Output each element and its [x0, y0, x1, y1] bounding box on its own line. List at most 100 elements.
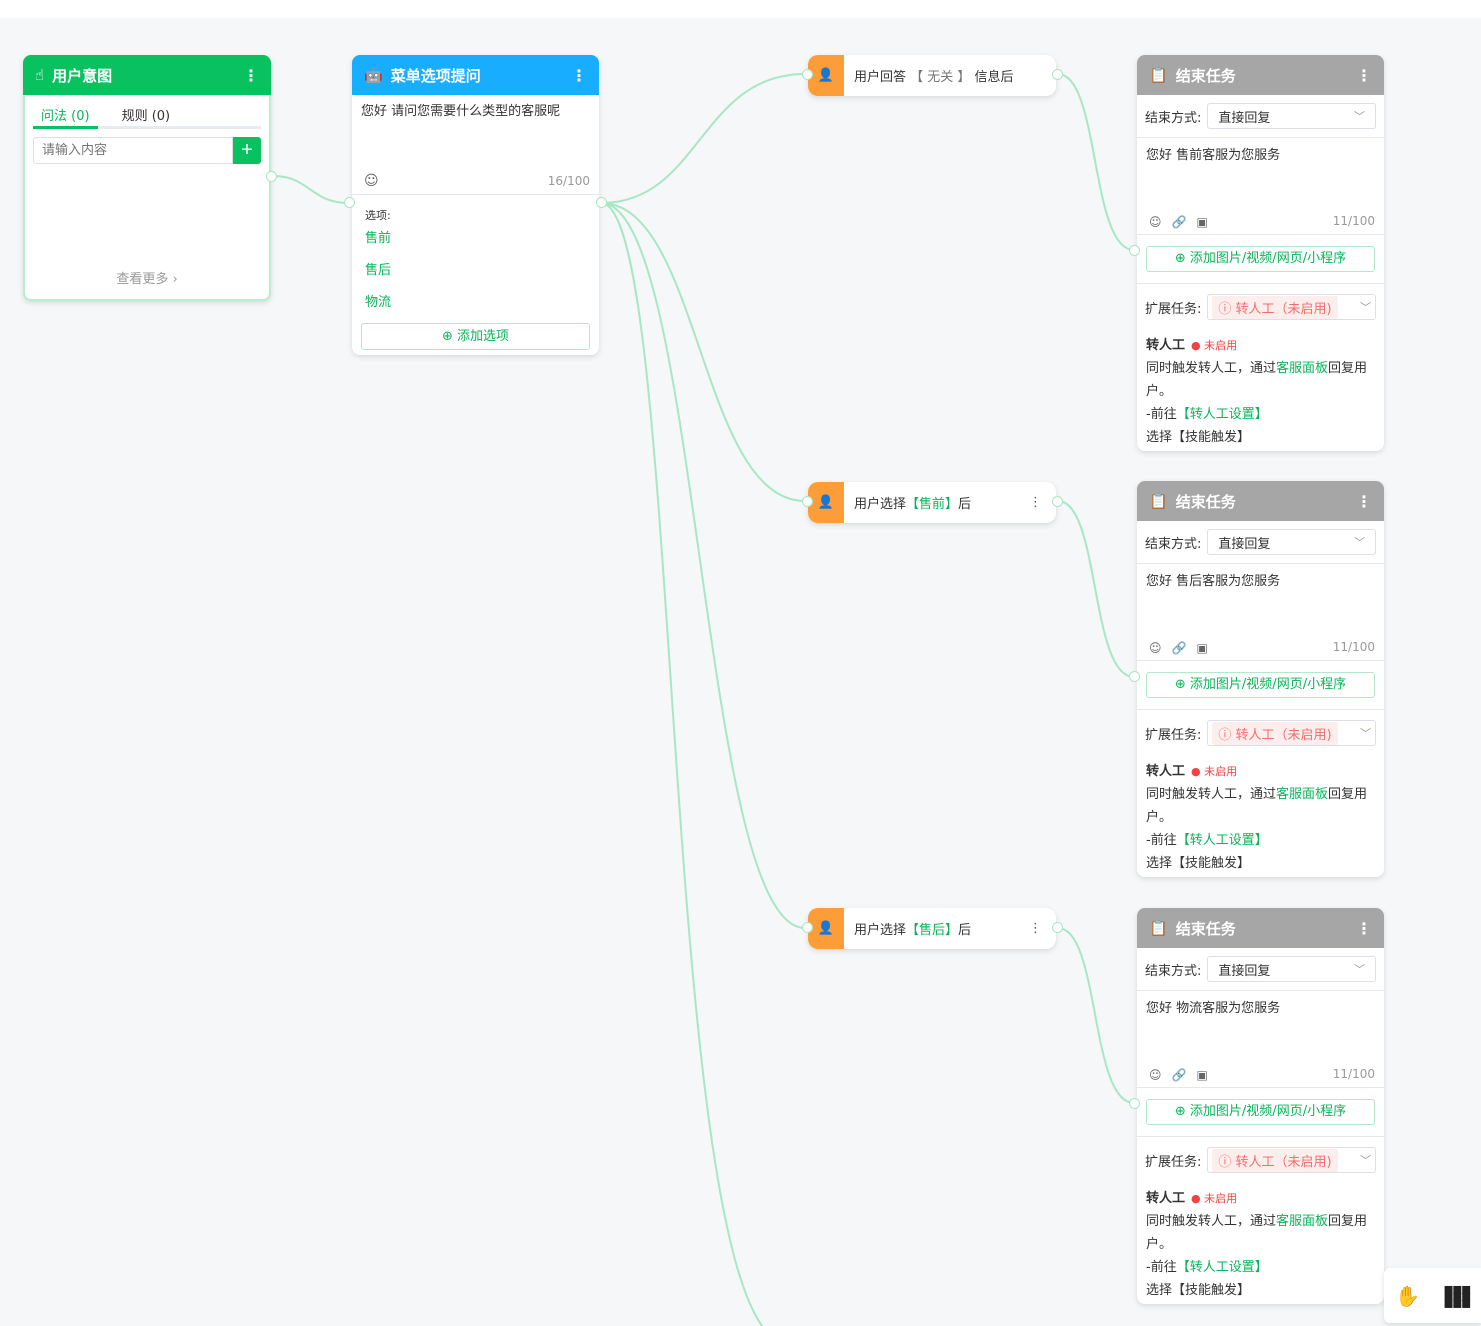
image-icon[interactable]: ▣: [1196, 1068, 1208, 1082]
option-item[interactable]: 物流: [365, 295, 392, 310]
option-item[interactable]: 售前: [365, 231, 392, 246]
chevron-down-icon: ﹀: [1354, 110, 1365, 123]
status-badge: ● 未启用: [1191, 765, 1238, 778]
tab-rules[interactable]: 规则 (0): [121, 109, 171, 124]
trigger-node[interactable]: 👤 用户选择【售后】后 ⋮: [802, 908, 1063, 949]
option-item[interactable]: 售后: [365, 263, 392, 278]
input-port[interactable]: [802, 69, 813, 80]
end-task-node[interactable]: 📋结束任务⋮ 结束方式:直接回复﹀ 您好 物流客服为您服务 ☺🔗▣ 11/100…: [1129, 908, 1384, 1304]
char-count: 11/100: [1332, 214, 1375, 228]
clipboard-icon: 📋: [1149, 492, 1168, 510]
robot-icon: 🤖: [364, 66, 383, 84]
more-icon[interactable]: ⋮: [243, 65, 259, 85]
end-mode-label: 结束方式:: [1145, 110, 1202, 126]
emoji-icon[interactable]: ☺: [364, 173, 379, 189]
transfer-settings-link[interactable]: 【转人工设置】: [1176, 833, 1268, 848]
end-mode-select[interactable]: 直接回复﹀: [1207, 529, 1376, 555]
transfer-info: 转人工● 未启用 同时触发转人工，通过客服面板回复用户。 -前往【转人工设置】 …: [1146, 764, 1368, 871]
more-icon[interactable]: ⋮: [1356, 491, 1372, 511]
canvas-toolbar: ✋ ▪▪▪▪▪▪▪▪▪: [1384, 1268, 1481, 1323]
input-port[interactable]: [1129, 1098, 1140, 1109]
status-badge: ● 未启用: [1191, 1192, 1238, 1205]
menu-question-node[interactable]: 🤖菜单选项提问⋮ 您好 请问您需要什么类型的客服呢☺16/100 选项: 售前 …: [344, 55, 607, 355]
service-panel-link[interactable]: 客服面板: [1276, 361, 1329, 376]
message-textarea[interactable]: 您好 请问您需要什么类型的客服呢☺16/100: [352, 95, 599, 195]
add-media-button[interactable]: ⊕ 添加图片/视频/网页/小程序: [1146, 246, 1375, 272]
output-port[interactable]: [1052, 922, 1063, 933]
hand-icon[interactable]: ✋: [1395, 1283, 1421, 1308]
image-icon[interactable]: ▣: [1196, 215, 1208, 229]
reply-text: 您好 物流客服为您服务: [1146, 1001, 1281, 1016]
clipboard-icon: 📋: [1149, 919, 1168, 937]
link-icon[interactable]: 🔗: [1171, 1068, 1187, 1082]
hand-pointer-icon: ☝: [35, 66, 45, 84]
transfer-settings-link[interactable]: 【转人工设置】: [1176, 1260, 1268, 1275]
view-more-link[interactable]: 查看更多 ›: [116, 272, 178, 287]
input-port[interactable]: [1129, 245, 1140, 256]
more-icon[interactable]: ⋮: [1356, 65, 1372, 85]
add-media-button[interactable]: ⊕ 添加图片/视频/网页/小程序: [1146, 1099, 1375, 1125]
trigger-text: 用户选择【售后】后: [854, 923, 972, 938]
end-mode-label: 结束方式:: [1145, 536, 1202, 552]
node-title: 结束任务: [1175, 492, 1236, 511]
trigger-node[interactable]: 👤 用户选择【售前】后 ⋮: [802, 482, 1063, 523]
output-port[interactable]: [596, 197, 607, 208]
output-port[interactable]: [266, 171, 277, 182]
trigger-node[interactable]: 👤 用户回答 【 无关 】 信息后: [802, 55, 1063, 96]
ext-task-select[interactable]: ⓘ 转人工（未启用)﹀: [1207, 294, 1376, 320]
reply-textarea[interactable]: 您好 售后客服为您服务 ☺🔗▣ 11/100: [1137, 563, 1384, 661]
end-mode-select[interactable]: 直接回复﹀: [1207, 103, 1376, 129]
emoji-icon[interactable]: ☺: [1149, 1068, 1162, 1082]
input-port[interactable]: [344, 197, 355, 208]
question-input[interactable]: [33, 137, 233, 164]
more-icon[interactable]: ⋮: [571, 65, 587, 85]
reply-textarea[interactable]: 您好 物流客服为您服务 ☺ 🔗 ▣ 11/100: [1137, 990, 1384, 1088]
more-icon[interactable]: ⋮: [1029, 495, 1042, 510]
image-icon[interactable]: ▣: [1196, 641, 1208, 655]
user-intent-node[interactable]: ☝ 用户意图 ⋮ 问法 (0) 规则 (0) + 查看更多 ›: [23, 55, 277, 301]
node-title: 结束任务: [1175, 66, 1236, 85]
end-task-node[interactable]: 📋结束任务⋮ 结束方式:直接回复﹀ 您好 售后客服为您服务 ☺🔗▣ 11/100…: [1129, 481, 1384, 877]
add-option-button[interactable]: ⊕ 添加选项: [361, 323, 590, 350]
emoji-icon[interactable]: ☺: [1149, 641, 1162, 655]
clipboard-icon: 📋: [1149, 66, 1168, 84]
end-task-node[interactable]: 📋结束任务⋮ 结束方式:直接回复﹀ 您好 售前客服为您服务 ☺🔗▣ 11/100…: [1129, 55, 1384, 451]
reply-text: 您好 售后客服为您服务: [1146, 574, 1281, 589]
ext-task-select[interactable]: ⓘ 转人工（未启用)﹀: [1207, 720, 1376, 746]
message-text: 您好 请问您需要什么类型的客服呢: [361, 104, 561, 119]
input-port[interactable]: [1129, 671, 1140, 682]
ext-task-label: 扩展任务:: [1145, 1154, 1202, 1170]
more-icon[interactable]: ⋮: [1356, 918, 1372, 938]
emoji-icon[interactable]: ☺: [1149, 215, 1162, 229]
node-title: 菜单选项提问: [390, 66, 481, 85]
output-port[interactable]: [1052, 496, 1063, 507]
more-icon[interactable]: ⋮: [1029, 921, 1042, 936]
service-panel-link[interactable]: 客服面板: [1276, 1214, 1329, 1229]
transfer-info: 转人工● 未启用 同时触发转人工，通过客服面板回复用户。 -前往【转人工设置】 …: [1146, 338, 1368, 445]
transfer-settings-link[interactable]: 【转人工设置】: [1176, 407, 1268, 422]
grid-icon[interactable]: ▪▪▪▪▪▪▪▪▪: [1443, 1279, 1471, 1312]
end-mode-select[interactable]: 直接回复﹀: [1207, 956, 1376, 982]
ext-task-tag: ⓘ 转人工（未启用): [1212, 721, 1338, 745]
node-title: 用户意图: [52, 66, 113, 85]
reply-textarea[interactable]: 您好 售前客服为您服务 ☺🔗▣ 11/100: [1137, 137, 1384, 235]
tab-questions[interactable]: 问法 (0): [33, 105, 98, 129]
link-icon[interactable]: 🔗: [1171, 641, 1187, 655]
chevron-down-icon: ﹀: [1360, 1154, 1371, 1167]
input-port[interactable]: [802, 496, 813, 507]
add-button[interactable]: +: [233, 137, 261, 164]
chevron-down-icon: ﹀: [1360, 301, 1371, 314]
status-badge: ● 未启用: [1191, 339, 1238, 352]
input-port[interactable]: [802, 922, 813, 933]
link-icon[interactable]: 🔗: [1171, 215, 1187, 229]
output-port[interactable]: [1052, 69, 1063, 80]
trigger-text: 用户回答 【 无关 】 信息后: [854, 70, 1014, 85]
service-panel-link[interactable]: 客服面板: [1276, 787, 1329, 802]
user-icon: 👤: [808, 482, 844, 523]
add-media-button[interactable]: ⊕ 添加图片/视频/网页/小程序: [1146, 672, 1375, 698]
chevron-down-icon: ﹀: [1354, 963, 1365, 976]
ext-task-select[interactable]: ⓘ 转人工（未启用) ﹀: [1207, 1147, 1376, 1173]
ext-task-tag: ⓘ 转人工（未启用): [1212, 1148, 1338, 1172]
end-mode-label: 结束方式:: [1145, 963, 1202, 979]
char-count: 11/100: [1332, 1067, 1375, 1081]
